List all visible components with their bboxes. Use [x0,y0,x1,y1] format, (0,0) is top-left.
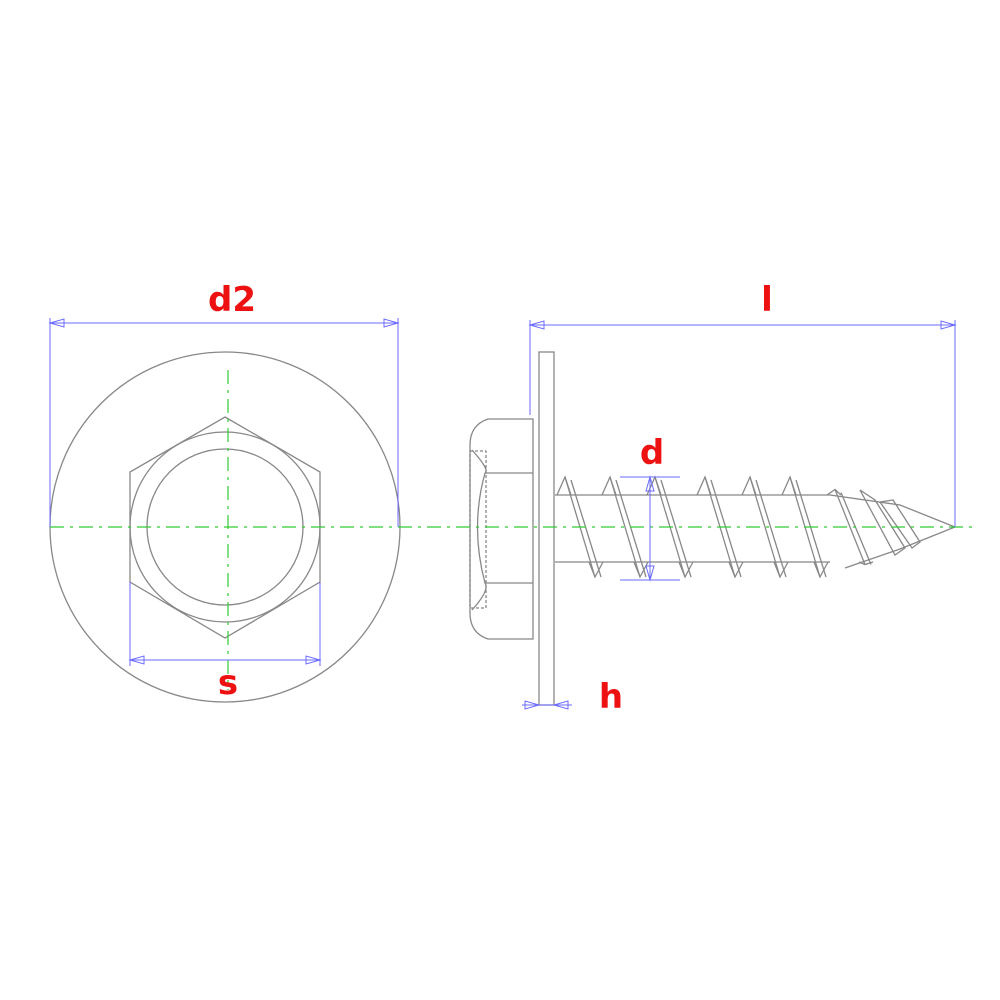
thread-line [826,488,842,496]
thread-line [588,561,604,579]
thread-line [741,475,757,496]
washer-side [538,351,555,706]
threads [555,475,957,579]
label-d: d [639,433,665,473]
thread-line [773,561,789,579]
label-s: s [217,663,239,703]
thread-line [633,561,649,579]
thread-line [859,489,906,556]
thread-line [696,475,712,496]
thread-line [678,561,694,579]
hex-head-outline [129,416,321,639]
thread-line [829,494,957,569]
thread-line [878,499,921,549]
thread-line [834,489,872,565]
dimensions [48,318,957,710]
label-d2: d2 [208,280,256,320]
label-l: l [761,280,773,320]
thread-line [601,475,617,496]
thread-line [728,561,744,579]
centerlines [50,370,975,690]
thread-line [781,475,797,496]
side-view [469,351,957,706]
thread-line [555,494,830,563]
thread-line [749,476,787,578]
head-side [469,418,534,640]
thread-line [556,475,572,496]
label-h: h [598,677,624,717]
thread-line [813,561,829,579]
thread-line [609,476,647,578]
